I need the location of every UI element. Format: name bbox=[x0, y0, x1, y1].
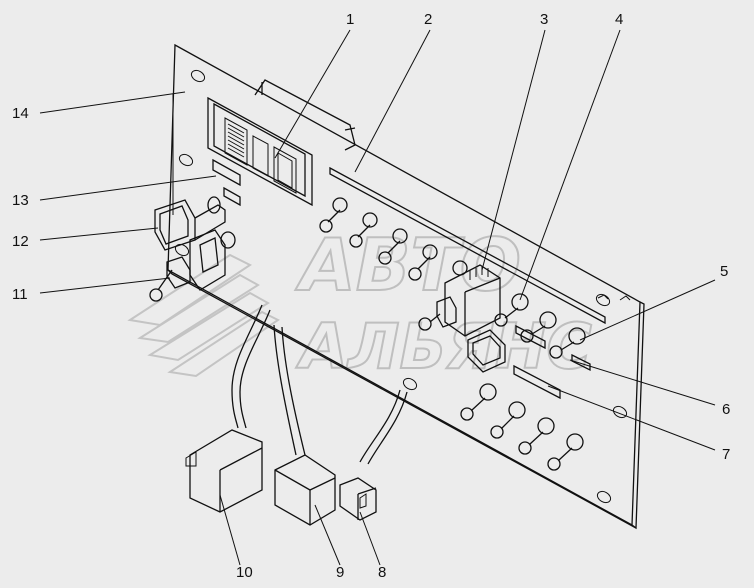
toggle-switch bbox=[547, 433, 584, 471]
callout-10: 10 bbox=[236, 564, 253, 581]
toggle-switch bbox=[378, 228, 408, 265]
watermark: АВТО АЛЬЯНС bbox=[127, 222, 593, 384]
watermark-line1: АВТО bbox=[295, 223, 521, 307]
mounting-slot bbox=[402, 377, 418, 391]
connector-9 bbox=[274, 454, 336, 526]
toggle-switch bbox=[460, 383, 497, 421]
callout-leaders bbox=[39, 29, 716, 566]
toggle-switch bbox=[408, 244, 438, 281]
callout-14: 14 bbox=[12, 105, 29, 122]
rear-housing bbox=[254, 79, 356, 151]
mounting-slot bbox=[612, 405, 628, 419]
multi-switch-block bbox=[418, 264, 501, 337]
toggle-switch bbox=[518, 417, 555, 455]
mounting-slot bbox=[595, 293, 611, 307]
callout-8: 8 bbox=[378, 564, 386, 581]
toggle-switch-left bbox=[149, 229, 236, 302]
small-label-plate bbox=[212, 158, 241, 207]
callout-3: 3 bbox=[540, 11, 548, 28]
corner-fittings bbox=[597, 294, 631, 301]
callout-4: 4 bbox=[615, 11, 623, 28]
toggle-switch bbox=[349, 212, 378, 248]
toggle-switch-row-top bbox=[319, 197, 468, 281]
toggle-switch bbox=[319, 197, 348, 233]
watermark-line2: АЛЬЯНС bbox=[295, 310, 592, 383]
callout-1: 1 bbox=[346, 11, 354, 28]
toggle-switch bbox=[549, 327, 586, 359]
callout-5: 5 bbox=[720, 263, 728, 280]
callout-13: 13 bbox=[12, 192, 29, 209]
mounting-slot bbox=[178, 153, 194, 167]
toggle-switch-row-bottom bbox=[460, 383, 584, 471]
callout-6: 6 bbox=[722, 401, 730, 418]
watermark-logo-mark bbox=[127, 253, 280, 378]
callout-11: 11 bbox=[12, 286, 28, 303]
mounting-slot bbox=[190, 69, 206, 83]
connector-8 bbox=[339, 477, 377, 521]
rocker-button bbox=[467, 329, 506, 373]
mounting-slot bbox=[596, 490, 612, 504]
connector-10 bbox=[185, 429, 263, 513]
toggle-switch bbox=[494, 293, 529, 327]
label-plates-right bbox=[513, 324, 591, 400]
callout-12: 12 bbox=[12, 233, 29, 250]
wiring-harness bbox=[231, 304, 408, 465]
panel-plate bbox=[167, 43, 645, 530]
indicator-module bbox=[207, 96, 313, 207]
callout-labels: 1 2 3 4 5 6 7 8 9 10 11 12 13 14 bbox=[12, 11, 730, 581]
toggle-switch bbox=[490, 401, 526, 439]
callout-9: 9 bbox=[336, 564, 344, 581]
push-button bbox=[154, 196, 226, 251]
callout-2: 2 bbox=[424, 11, 432, 28]
callout-7: 7 bbox=[722, 446, 730, 463]
toggle-switch-row-right bbox=[494, 293, 586, 359]
label-strip bbox=[329, 166, 606, 325]
